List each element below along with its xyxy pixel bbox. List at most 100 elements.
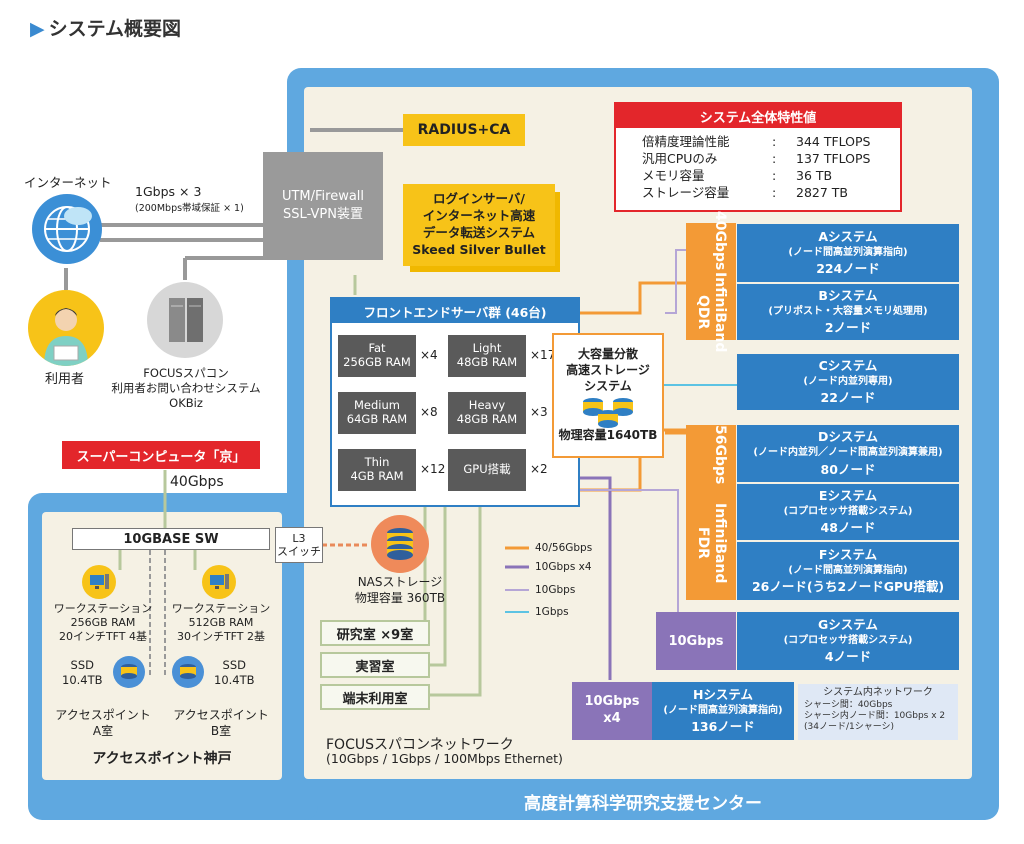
- access-point-a: アクセスポイント A室: [48, 708, 158, 739]
- system-description: (ノード内並列専用): [803, 375, 893, 387]
- page-title: ▶システム概要図: [30, 18, 182, 40]
- server-ram: 64GB RAM: [346, 412, 408, 426]
- system-name: Hシステム: [692, 686, 754, 702]
- server-type: Medium: [354, 398, 400, 413]
- legend-item: 10Gbps: [535, 584, 576, 596]
- server-ram: 48GB RAM: [456, 355, 518, 369]
- system-name: Aシステム: [818, 228, 878, 244]
- qdr-line: InfiniBand QDR: [695, 271, 728, 353]
- l3-switch: L3 スイッチ: [275, 527, 323, 563]
- system-description: (ノード間高並列演算指向): [788, 564, 908, 576]
- globe-icon: [32, 194, 102, 264]
- server-type: Heavy: [468, 398, 506, 413]
- utm-line: UTM/Firewall: [281, 188, 365, 204]
- server-count: ×3: [530, 405, 548, 419]
- system-name: Eシステム: [818, 487, 878, 503]
- switch-box: 10GBASE SW: [72, 528, 270, 550]
- system-name: Cシステム: [818, 357, 878, 373]
- system-e: Eシステム (コプロセッサ搭載システム) 48ノード: [737, 484, 959, 540]
- ws-line: 20インチTFT 4基: [58, 629, 148, 643]
- ws-line: 256GB RAM: [70, 615, 136, 629]
- utm-line: SSL-VPN装置: [283, 207, 363, 222]
- internet-bandwidth: 1Gbps × 3: [135, 184, 202, 199]
- legend-item: 10Gbps x4: [535, 561, 592, 573]
- ssd-line: 10.4TB: [62, 672, 103, 687]
- ap-line: B室: [210, 723, 232, 738]
- ssd-b-label: SSD 10.4TB: [214, 658, 255, 688]
- workstation-b: ワークステーション 512GB RAM 30インチTFT 2基: [166, 602, 276, 643]
- system-nodes: 4ノード: [824, 649, 872, 665]
- nas-line: NASストレージ: [357, 575, 443, 589]
- okbiz-line: FOCUSスパコン: [143, 366, 229, 380]
- frontend-title: フロントエンドサーバ群 (46台): [332, 299, 578, 323]
- qdr-line: 40Gbps: [711, 210, 728, 270]
- database-icon: [583, 398, 633, 429]
- system-description: (コプロセッサ搭載システム): [783, 505, 913, 517]
- system-description: (ノード間高並列演算指向): [663, 704, 783, 716]
- nas-line: 物理容量 360TB: [354, 590, 446, 605]
- legend-item: 1Gbps: [535, 606, 569, 618]
- l3-line: L3: [292, 531, 306, 545]
- note-line: シャーシ内ノード間：10Gbps x 2: [804, 710, 946, 721]
- workstation-icon: [202, 565, 236, 599]
- qdr-box: InfiniBand QDR 40Gbps: [686, 211, 736, 352]
- system-nodes: 2ノード: [824, 320, 872, 336]
- login-box: ログインサーバ/ インターネット高速 データ転送システム Skeed Silve…: [403, 184, 555, 266]
- g-link-box: 10Gbps: [656, 612, 736, 670]
- system-description: (プリポスト・大容量メモリ処理用): [768, 305, 928, 317]
- fdr-box: InfiniBand FDR 56Gbps: [686, 425, 736, 600]
- h-link-line: x4: [603, 711, 621, 726]
- legend-item: 40/56Gbps: [535, 542, 593, 554]
- server-count: ×12: [420, 462, 446, 476]
- system-nodes: 136ノード: [691, 719, 755, 735]
- ap-line: アクセスポイント: [55, 708, 151, 722]
- server-count: ×8: [420, 405, 438, 419]
- server-cell: GPU搭載: [448, 449, 526, 491]
- system-nodes: 26ノード(うち2ノードGPU搭載): [751, 579, 945, 595]
- ws-line: ワークステーション: [53, 602, 153, 615]
- access-point-b: アクセスポイント B室: [166, 708, 276, 739]
- server-ram: 4GB RAM: [350, 469, 404, 483]
- spec-title: システム全体特性値: [616, 104, 900, 128]
- server-type: Light: [472, 341, 502, 356]
- internal-network-note: システム内ネットワーク シャーシ間：40Gbps シャーシ内ノード間：10Gbp…: [798, 684, 958, 740]
- kobe-label: アクセスポイント神戸: [92, 751, 232, 767]
- system-b: Bシステム(プリポスト・大容量メモリ処理用)2ノード: [737, 284, 959, 340]
- network-subtitle: (10Gbps / 1Gbps / 100Mbps Ethernet): [326, 751, 563, 766]
- workstation-a: ワークステーション 256GB RAM 20インチTFT 4基: [48, 602, 158, 643]
- system-name: Fシステム: [818, 546, 878, 562]
- system-nodes: 224ノード: [816, 261, 880, 277]
- okbiz-line: OKBiz: [169, 395, 203, 410]
- login-line: Skeed Silver Bullet: [412, 241, 546, 257]
- server-type: Thin: [364, 455, 390, 470]
- utm-box: UTM/Firewall SSL-VPN装置: [263, 152, 383, 260]
- spec-separator: :: [772, 167, 777, 183]
- okbiz-line: 利用者お問い合わせシステム: [111, 380, 261, 395]
- workstation-icon: [82, 565, 116, 599]
- ssd-line: SSD: [70, 658, 94, 672]
- kobe-area: [42, 512, 282, 780]
- spec-value: 137 TFLOPS: [796, 150, 871, 166]
- room-terminal: 端末利用室: [320, 684, 430, 710]
- ssd-a-label: SSD 10.4TB: [62, 658, 103, 688]
- ssd-icon: [172, 656, 204, 688]
- ssd-line: 10.4TB: [214, 672, 255, 687]
- ap-line: A室: [92, 723, 114, 738]
- center-name: 高度計算科学研究支援センター: [524, 793, 762, 814]
- system-c: Cシステム(ノード内並列専用)22ノード: [737, 354, 959, 410]
- spec-value: 36 TB: [796, 167, 833, 183]
- server-count: ×17: [530, 348, 556, 362]
- storage-capacity: 物理容量1640TB: [558, 428, 658, 443]
- note-title: システム内ネットワーク: [823, 687, 933, 698]
- server-type: Fat: [368, 341, 386, 356]
- network-title: FOCUSスパコンネットワーク: [326, 737, 514, 753]
- system-description: (コプロセッサ搭載システム): [783, 634, 913, 646]
- ws-line: 30インチTFT 2基: [176, 629, 266, 643]
- spec-row: ストレージ容量:2827 TB: [642, 185, 900, 202]
- system-nodes: 48ノード: [820, 520, 876, 536]
